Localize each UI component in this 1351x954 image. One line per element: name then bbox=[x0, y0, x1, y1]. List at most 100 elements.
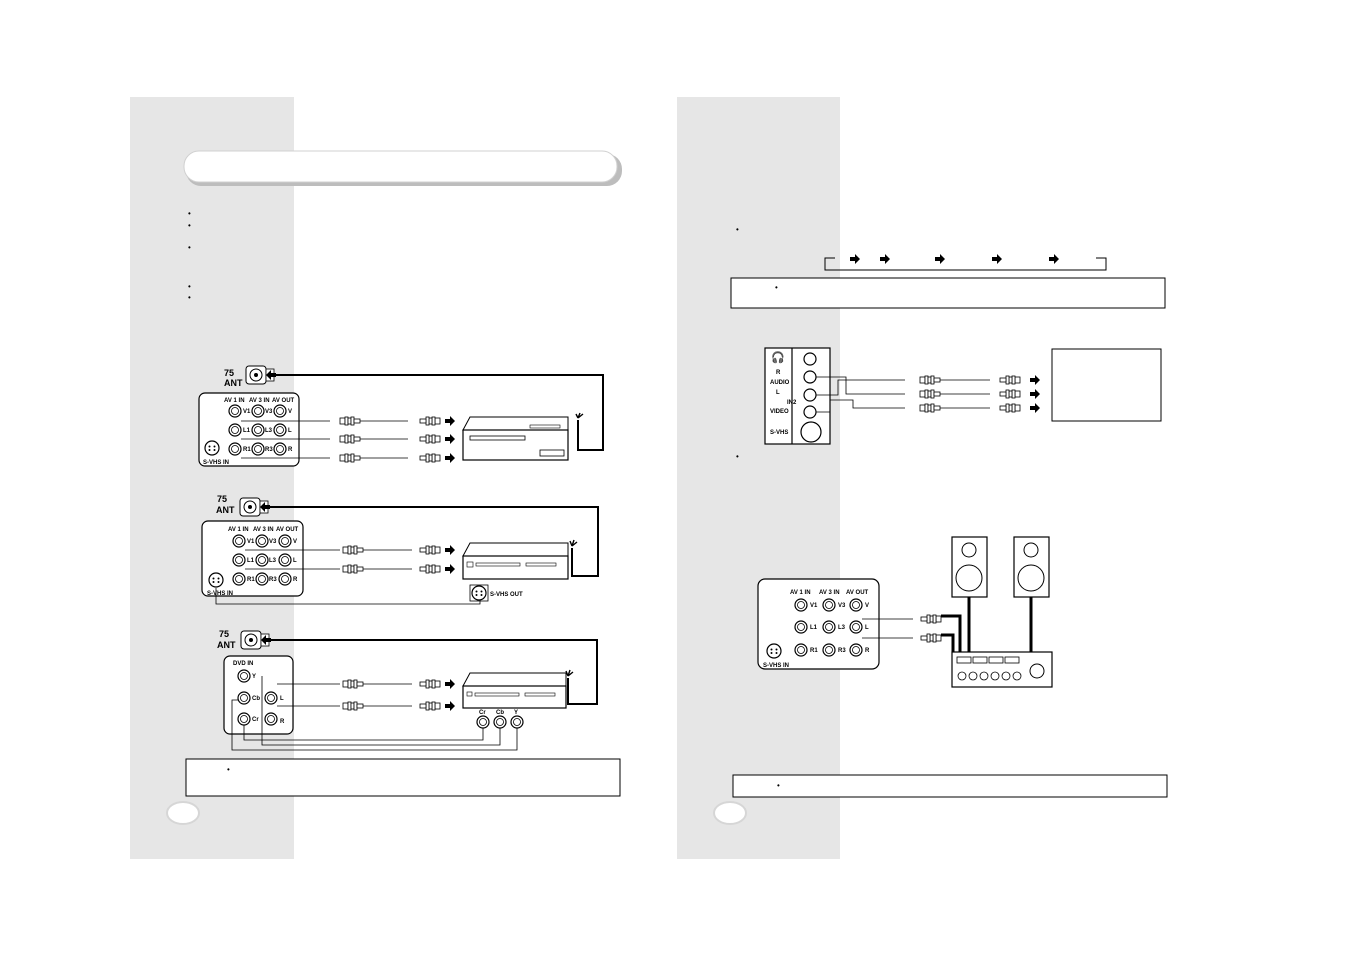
svg-text:L3: L3 bbox=[265, 428, 273, 434]
left-page-number-badge bbox=[166, 801, 200, 825]
bullet-4: • bbox=[188, 282, 191, 291]
svg-text:L: L bbox=[288, 428, 292, 434]
left-bullets: • • • • • bbox=[188, 209, 191, 302]
side-panel: 🎧 R AUDIO L IN2 VIDEO S-VHS bbox=[764, 347, 831, 445]
av-panel-2: AV 1 IN AV 3 IN AV OUT V1 V3 V L1 L3 L R… bbox=[201, 520, 304, 597]
svg-text:R3: R3 bbox=[838, 648, 846, 654]
svg-text:AV 1 IN: AV 1 IN bbox=[224, 398, 245, 404]
svg-text:Cr: Cr bbox=[252, 717, 259, 723]
svg-text:S-VHS OUT: S-VHS OUT bbox=[490, 592, 523, 598]
svg-text:AUDIO: AUDIO bbox=[770, 380, 790, 386]
svg-text:AV OUT: AV OUT bbox=[276, 527, 299, 533]
svg-text:AV 3 IN: AV 3 IN bbox=[249, 398, 270, 404]
svg-text:V1: V1 bbox=[810, 603, 818, 609]
svg-text:L: L bbox=[776, 390, 780, 396]
external-device-box bbox=[1051, 348, 1162, 422]
right-bullet-1: • bbox=[736, 225, 739, 234]
svg-text:L: L bbox=[865, 625, 869, 631]
svg-text:V: V bbox=[288, 409, 292, 415]
right-page-shade bbox=[677, 97, 840, 859]
svg-text:Cb: Cb bbox=[252, 696, 260, 702]
svg-text:S-VHS: S-VHS bbox=[770, 430, 788, 436]
svg-text:R: R bbox=[776, 370, 781, 376]
right-note-box-2: • bbox=[732, 774, 1168, 798]
amplifier bbox=[951, 651, 1053, 688]
mode-sequence bbox=[824, 254, 1107, 271]
svg-text:Y: Y bbox=[252, 674, 256, 680]
svg-text:AV OUT: AV OUT bbox=[272, 398, 295, 404]
svg-text:AV OUT: AV OUT bbox=[846, 590, 869, 596]
svg-text:75: 75 bbox=[219, 629, 229, 639]
svg-text:IN2: IN2 bbox=[787, 400, 797, 406]
svg-text:S-VHS IN: S-VHS IN bbox=[207, 591, 233, 597]
rf-cable-2 bbox=[270, 506, 599, 577]
speaker-right bbox=[1013, 536, 1050, 598]
svg-text:Y: Y bbox=[514, 710, 518, 716]
svg-text:75: 75 bbox=[217, 494, 227, 504]
svg-text:V1: V1 bbox=[247, 539, 255, 545]
svg-text:L1: L1 bbox=[243, 428, 251, 434]
svg-text:•: • bbox=[775, 283, 778, 292]
av-panel-1: AV 1 IN AV 3 IN AV OUT V1 V3 V L1 L3 L R… bbox=[198, 392, 300, 467]
diagram-audio-out: AV 1 IN AV 3 IN AV OUT V1 V3 V L1 L3 L R… bbox=[757, 536, 1053, 688]
bullet-1: • bbox=[188, 209, 191, 218]
rf-cable-3 bbox=[271, 639, 598, 705]
svg-text:V: V bbox=[293, 539, 297, 545]
speaker-left bbox=[951, 536, 988, 598]
svg-text:R1: R1 bbox=[810, 648, 818, 654]
svg-text:L3: L3 bbox=[269, 558, 277, 564]
svg-text:R: R bbox=[288, 447, 293, 453]
svg-text:Cb: Cb bbox=[496, 710, 504, 716]
title-bar bbox=[183, 150, 622, 186]
svg-text:V3: V3 bbox=[265, 409, 273, 415]
svg-text:V3: V3 bbox=[838, 603, 846, 609]
svg-text:ANT: ANT bbox=[224, 378, 243, 388]
audio-cables bbox=[862, 614, 962, 652]
svg-text:R3: R3 bbox=[265, 447, 273, 453]
svg-text:L3: L3 bbox=[838, 625, 846, 631]
svg-text:V3: V3 bbox=[269, 539, 277, 545]
right-bullet-2: • bbox=[736, 452, 739, 461]
headphone-icon: 🎧 bbox=[771, 351, 785, 364]
svg-text:ANT: ANT bbox=[216, 505, 235, 515]
svg-text:R3: R3 bbox=[269, 577, 277, 583]
svg-text:R: R bbox=[865, 648, 870, 654]
svg-text:R1: R1 bbox=[243, 447, 251, 453]
svg-text:R1: R1 bbox=[247, 577, 255, 583]
svg-text:L1: L1 bbox=[247, 558, 255, 564]
svg-text:V: V bbox=[865, 603, 869, 609]
svg-text:AV 3 IN: AV 3 IN bbox=[819, 590, 840, 596]
side-cables bbox=[816, 375, 1040, 413]
diagram-side-av: 🎧 R AUDIO L IN2 VIDEO S-VHS bbox=[764, 347, 1162, 445]
svg-text:ANT: ANT bbox=[217, 640, 236, 650]
svg-text:VIDEO: VIDEO bbox=[770, 409, 789, 415]
diagram-vcr-svhs: 75 ANT AV 1 IN AV 3 IN AV OUT V1 V3 V L1… bbox=[201, 494, 599, 605]
cables-1 bbox=[241, 416, 455, 463]
svg-text:75: 75 bbox=[224, 368, 234, 378]
av-panel-4: AV 1 IN AV 3 IN AV OUT V1 V3 V L1 L3 L R… bbox=[757, 578, 880, 670]
svg-text:R: R bbox=[280, 719, 285, 725]
svg-text:•: • bbox=[777, 781, 780, 790]
dvd-player: Cr Cb Y bbox=[462, 669, 574, 729]
svg-text:Cr: Cr bbox=[479, 710, 486, 716]
svg-text:AV 1 IN: AV 1 IN bbox=[228, 527, 249, 533]
bullet-5: • bbox=[188, 293, 191, 302]
svg-text:AV 1 IN: AV 1 IN bbox=[790, 590, 811, 596]
left-note-box: • bbox=[185, 758, 621, 797]
svg-text:AV 3 IN: AV 3 IN bbox=[253, 527, 274, 533]
svg-text:DVD IN: DVD IN bbox=[233, 661, 253, 667]
bullet-3: • bbox=[188, 243, 191, 252]
vcr-device-2: S-VHS OUT bbox=[462, 539, 578, 602]
vcr-device-1 bbox=[462, 412, 584, 461]
svg-text:S-VHS IN: S-VHS IN bbox=[763, 663, 789, 669]
svg-text:V1: V1 bbox=[243, 409, 251, 415]
svg-text:L1: L1 bbox=[810, 625, 818, 631]
bullet-2: • bbox=[188, 221, 191, 230]
diagram-vcr-av: 75 ANT AV 1 IN AV 3 IN AV OUT V1 V3 V L1… bbox=[198, 365, 604, 467]
svg-text:•: • bbox=[227, 765, 230, 774]
dvd-panel: DVD IN Y Cb Cr L R bbox=[223, 655, 294, 735]
diagram-dvd: 75 ANT DVD IN Y Cb Cr L R bbox=[217, 629, 598, 751]
svg-text:R: R bbox=[293, 577, 298, 583]
svg-text:S-VHS IN: S-VHS IN bbox=[203, 460, 229, 466]
